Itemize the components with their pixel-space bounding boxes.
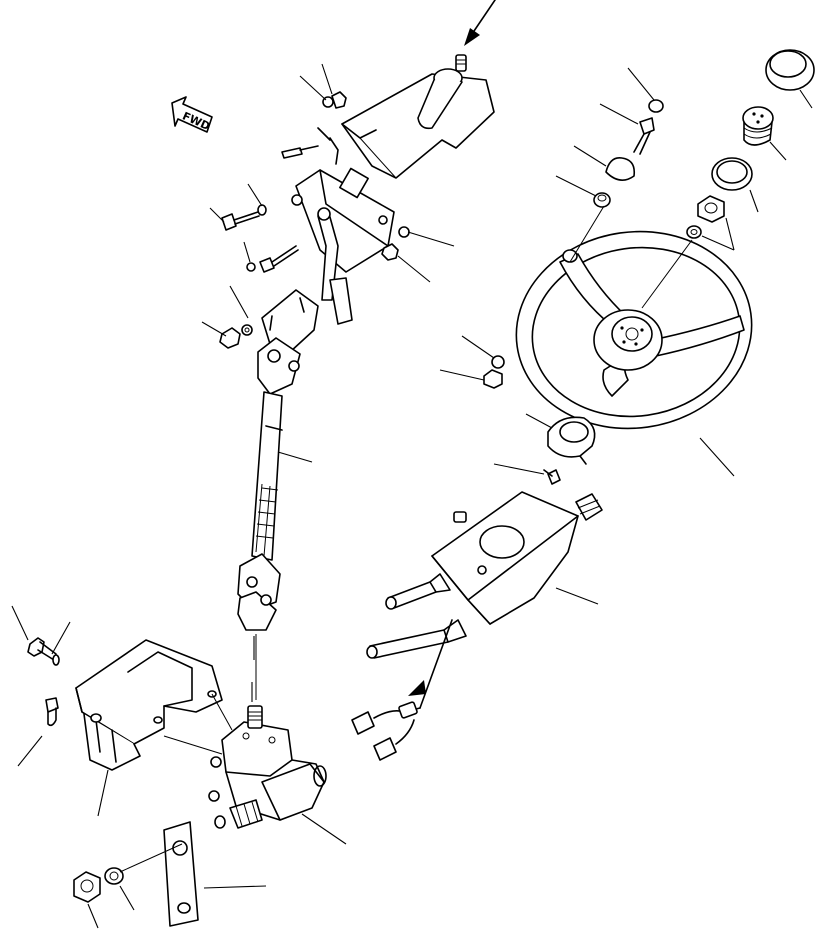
column-cover bbox=[341, 54, 495, 179]
pitman-arm bbox=[163, 821, 199, 927]
horn-cap bbox=[765, 49, 815, 91]
wheel-washer bbox=[686, 225, 702, 239]
lock-washer bbox=[104, 867, 124, 885]
bushing bbox=[593, 192, 611, 208]
column-bracket bbox=[291, 127, 395, 273]
lower-universal-joint bbox=[237, 553, 281, 631]
wheel-nut bbox=[697, 195, 725, 223]
pin bbox=[281, 145, 319, 159]
left-lever bbox=[385, 573, 451, 610]
cam-screw bbox=[543, 469, 561, 485]
cancel-cam bbox=[547, 416, 596, 465]
lower-lever bbox=[366, 619, 467, 659]
nut-washer-bracket-right bbox=[381, 226, 410, 261]
upper-universal-joint bbox=[257, 289, 319, 395]
bracket-bolt bbox=[27, 637, 60, 666]
steering-wheel bbox=[515, 230, 753, 430]
steering-gearbox bbox=[208, 705, 327, 829]
tilt-lever bbox=[317, 207, 353, 325]
screw bbox=[633, 117, 655, 155]
horn-contact bbox=[742, 106, 774, 146]
wheel-nut-left bbox=[483, 355, 505, 389]
retaining-ring bbox=[711, 157, 753, 191]
column-control-box bbox=[431, 491, 603, 625]
nut-washer-lower-left bbox=[219, 324, 253, 349]
harness-connector bbox=[351, 619, 453, 761]
bolt-upper bbox=[221, 204, 267, 231]
bolt-middle bbox=[246, 245, 299, 273]
arm-nut bbox=[73, 871, 101, 903]
alignment-lines bbox=[119, 205, 693, 873]
small-cap bbox=[648, 99, 664, 113]
intermediate-shaft bbox=[251, 391, 283, 561]
dome-cap bbox=[605, 156, 636, 181]
fwd-direction-arrow: FWD bbox=[171, 96, 213, 133]
leader-lines bbox=[11, 63, 813, 929]
bracket-bolt-lower bbox=[45, 697, 59, 727]
mount-bracket bbox=[75, 639, 223, 771]
nut-washer-top-cover bbox=[322, 91, 347, 109]
top-entry-arrow bbox=[464, 0, 496, 46]
